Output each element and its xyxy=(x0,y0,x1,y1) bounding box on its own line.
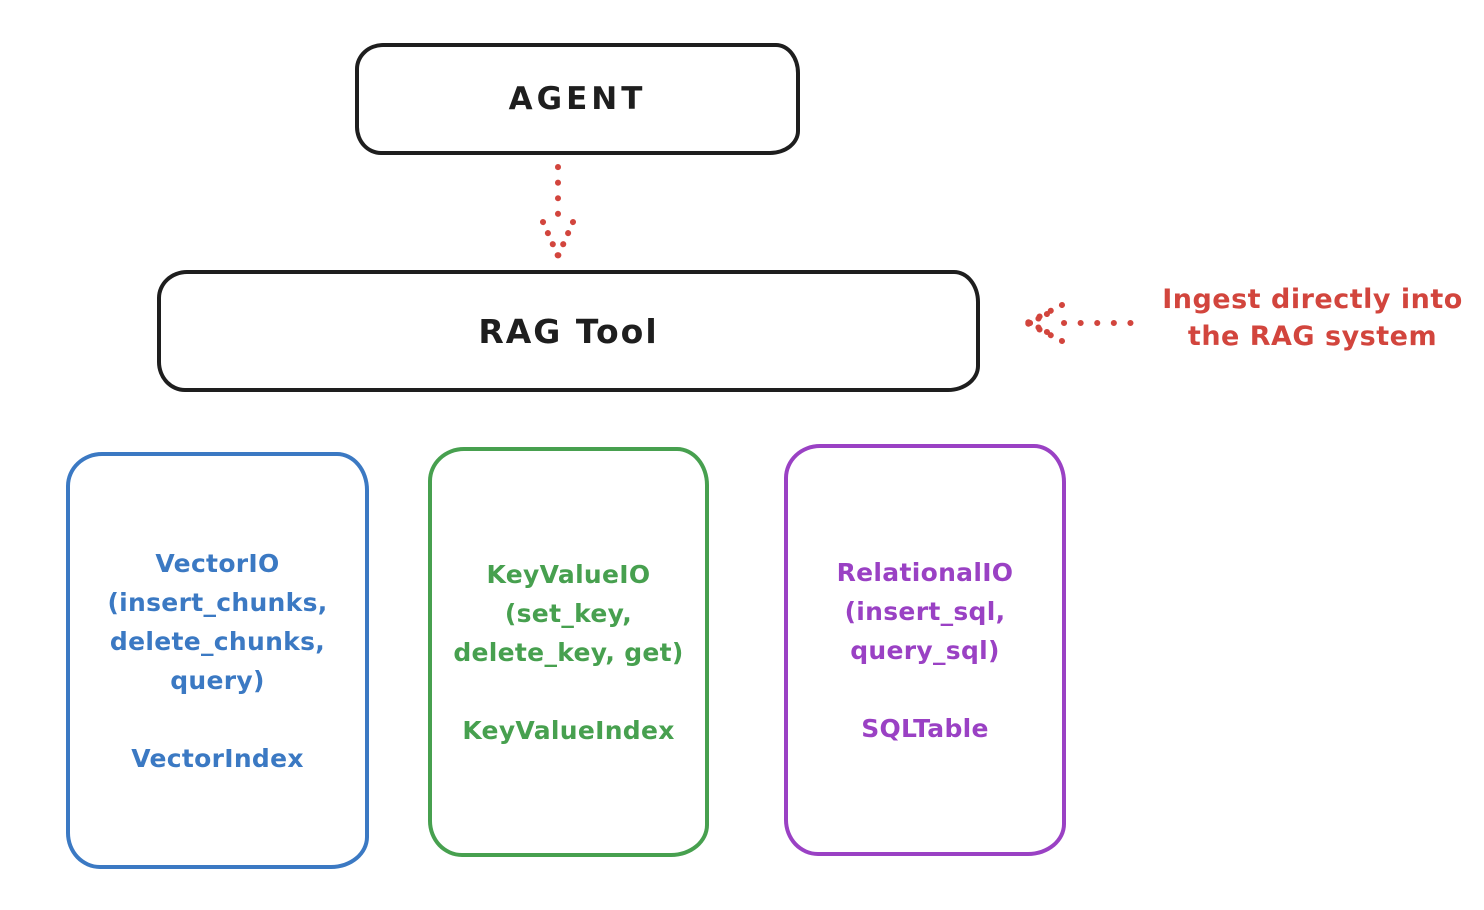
node-vector-io: VectorIO (insert_chunks, delete_chunks, … xyxy=(66,452,369,869)
vector-io-line: query) xyxy=(170,665,265,695)
agent-label: AGENT xyxy=(508,81,647,117)
keyvalue-index-label: KeyValueIndex xyxy=(462,715,675,745)
ingest-annotation: Ingest directly into the RAG system xyxy=(1140,281,1484,355)
vector-io-line: delete_chunks, xyxy=(109,626,326,656)
agent-to-rag-dotted-arrow-icon xyxy=(540,164,576,259)
relational-index-label: SQLTable xyxy=(861,713,989,743)
ingest-annotation-line-1: Ingest directly into xyxy=(1162,284,1463,315)
keyvalue-io-line: KeyValueIO xyxy=(486,559,651,589)
keyvalue-io-line: delete_key, get) xyxy=(453,637,684,667)
node-agent: AGENT xyxy=(355,43,800,155)
relational-io-line: query_sql) xyxy=(850,635,1000,665)
keyvalue-io-line: (set_key, xyxy=(504,598,633,628)
node-relational-io: RelationalIO (insert_sql, query_sql) SQL… xyxy=(784,444,1066,856)
vector-io-line: VectorIO xyxy=(155,548,280,578)
ingest-annotation-line-2: the RAG system xyxy=(1187,321,1438,352)
node-rag-tool: RAG Tool xyxy=(157,270,980,392)
relational-io-line: RelationalIO xyxy=(836,557,1014,587)
ingest-dotted-arrow-left-icon xyxy=(1024,302,1148,344)
relational-io-line: (insert_sql, xyxy=(844,596,1006,626)
node-keyvalue-io: KeyValueIO (set_key, delete_key, get) Ke… xyxy=(428,447,709,857)
rag-tool-label: RAG Tool xyxy=(478,311,659,351)
vector-io-line: (insert_chunks, xyxy=(107,587,328,617)
vector-index-label: VectorIndex xyxy=(131,743,304,773)
